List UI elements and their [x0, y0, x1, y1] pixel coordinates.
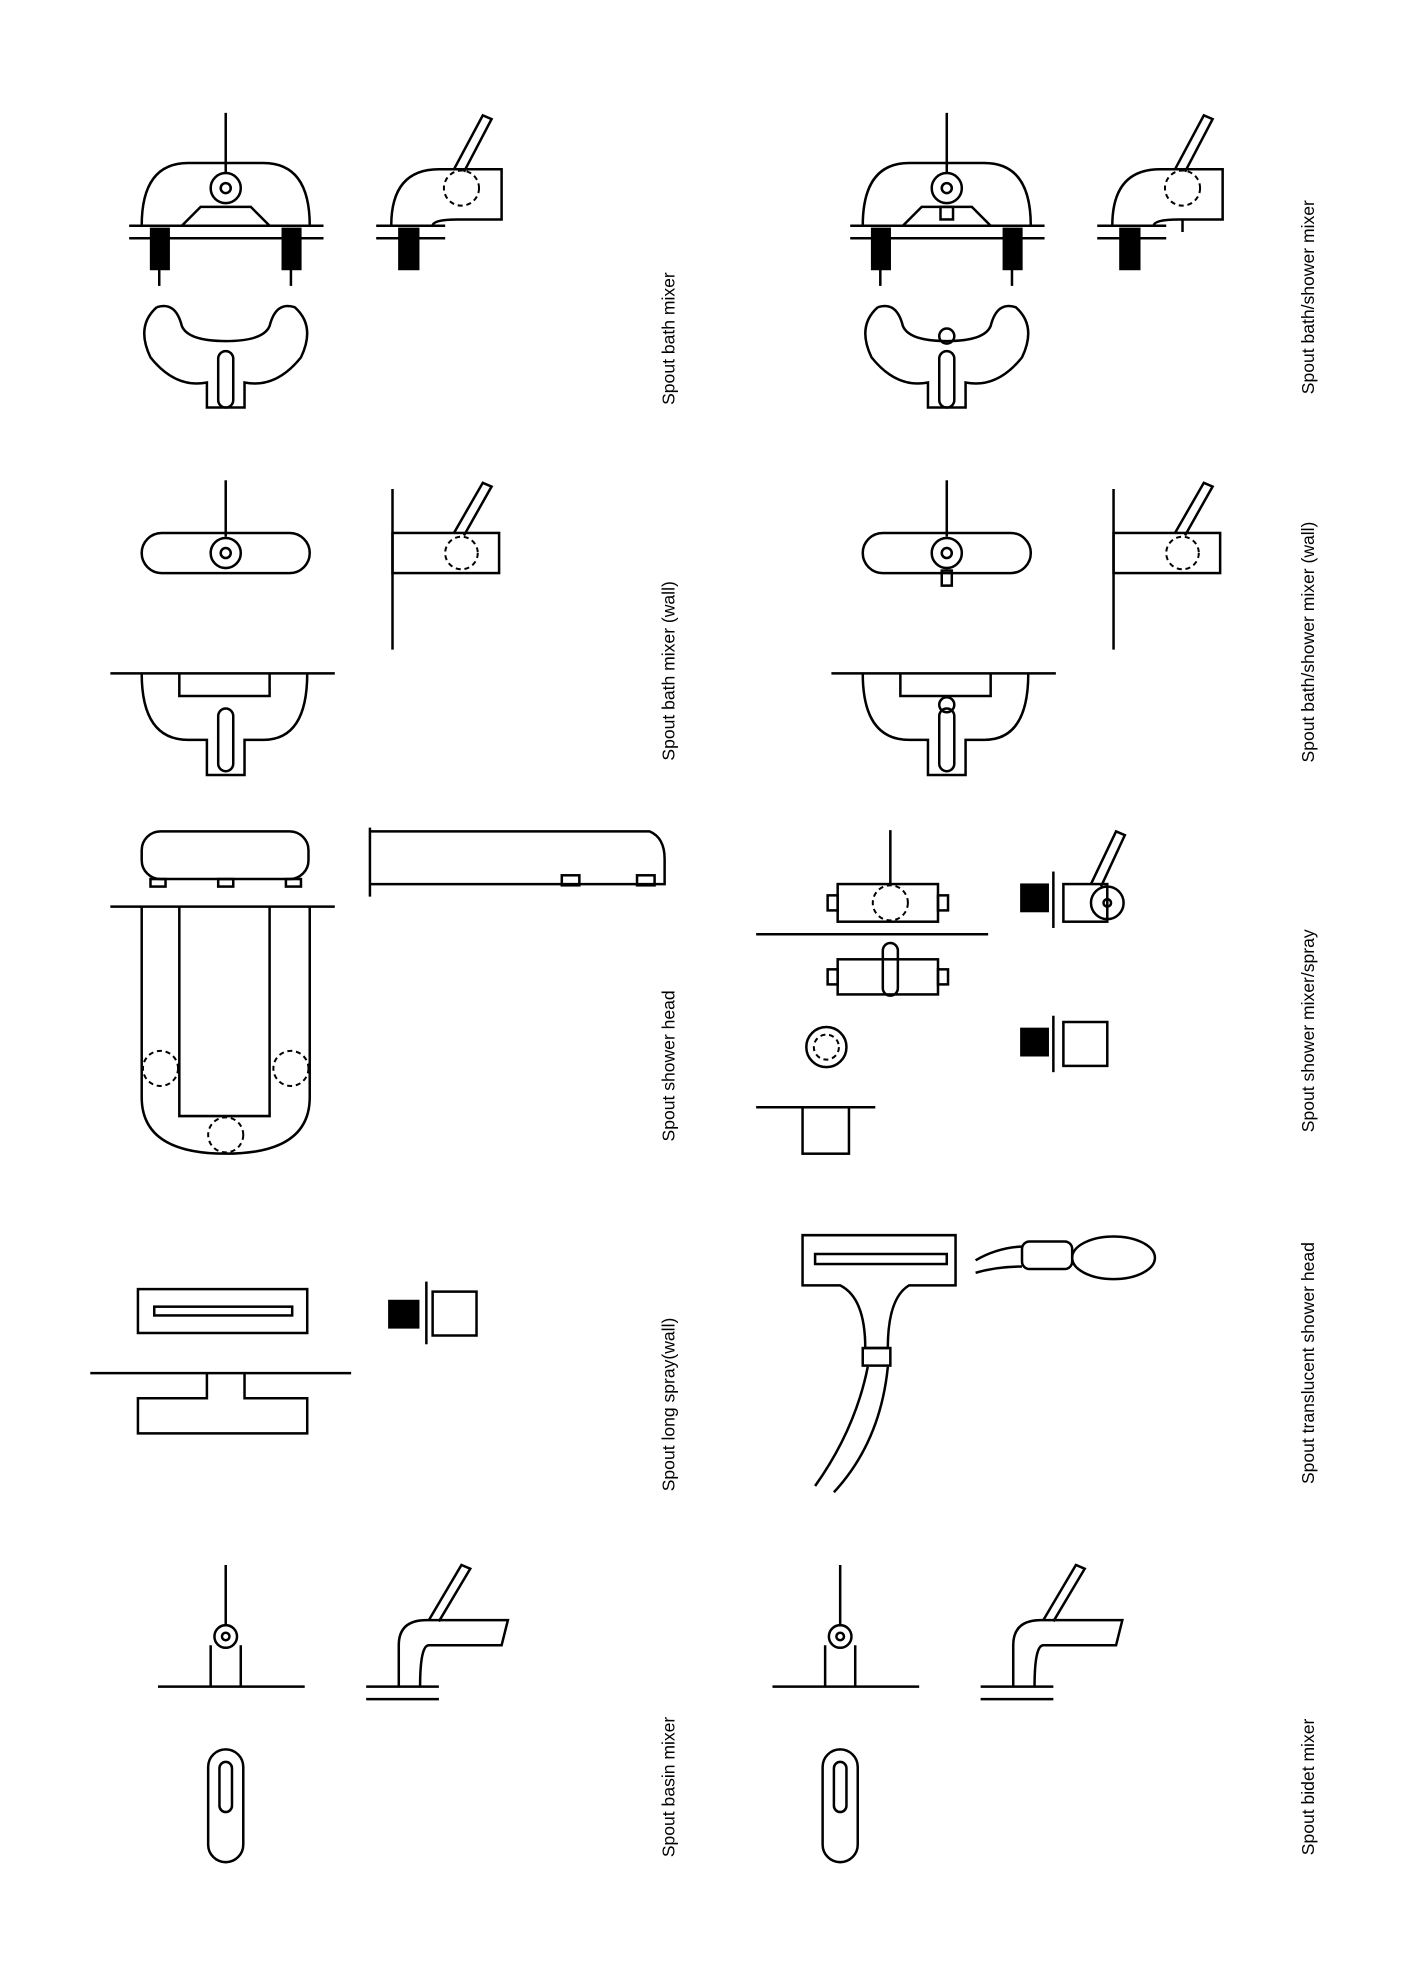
bath-shower-mixer-wall-symbol — [830, 479, 1222, 777]
label-shower-head: Spout shower head — [659, 990, 679, 1141]
shower-mixer-spray-symbol — [756, 829, 1127, 1155]
bath-mixer-wall-symbol — [109, 479, 501, 777]
translucent-shower-head-symbol — [801, 1233, 1157, 1494]
label-long-spray-wall: Spout long spray(wall) — [659, 1318, 679, 1492]
label-translucent-shower-head: Spout translucent shower head — [1298, 1242, 1318, 1484]
bath-shower-mixer-symbol — [848, 111, 1224, 409]
basin-mixer-symbol — [156, 1563, 510, 1864]
label-bath-mixer-wall: Spout bath mixer (wall) — [659, 581, 679, 760]
label-basin-mixer: Spout basin mixer — [659, 1717, 679, 1858]
long-spray-wall-symbol — [90, 1281, 478, 1435]
label-bath-shower-mixer: Spout bath/shower mixer — [1298, 200, 1318, 394]
bath-mixer-symbol — [127, 111, 503, 409]
label-bath-mixer: Spout bath mixer — [659, 272, 679, 405]
label-bath-shower-mixer-wall: Spout bath/shower mixer (wall) — [1298, 522, 1318, 763]
label-bidet-mixer: Spout bidet mixer — [1298, 1719, 1318, 1856]
bidet-mixer-symbol — [771, 1563, 1124, 1864]
shower-head-symbol — [110, 827, 666, 1155]
label-shower-mixer-spray: Spout shower mixer/spray — [1298, 929, 1318, 1132]
